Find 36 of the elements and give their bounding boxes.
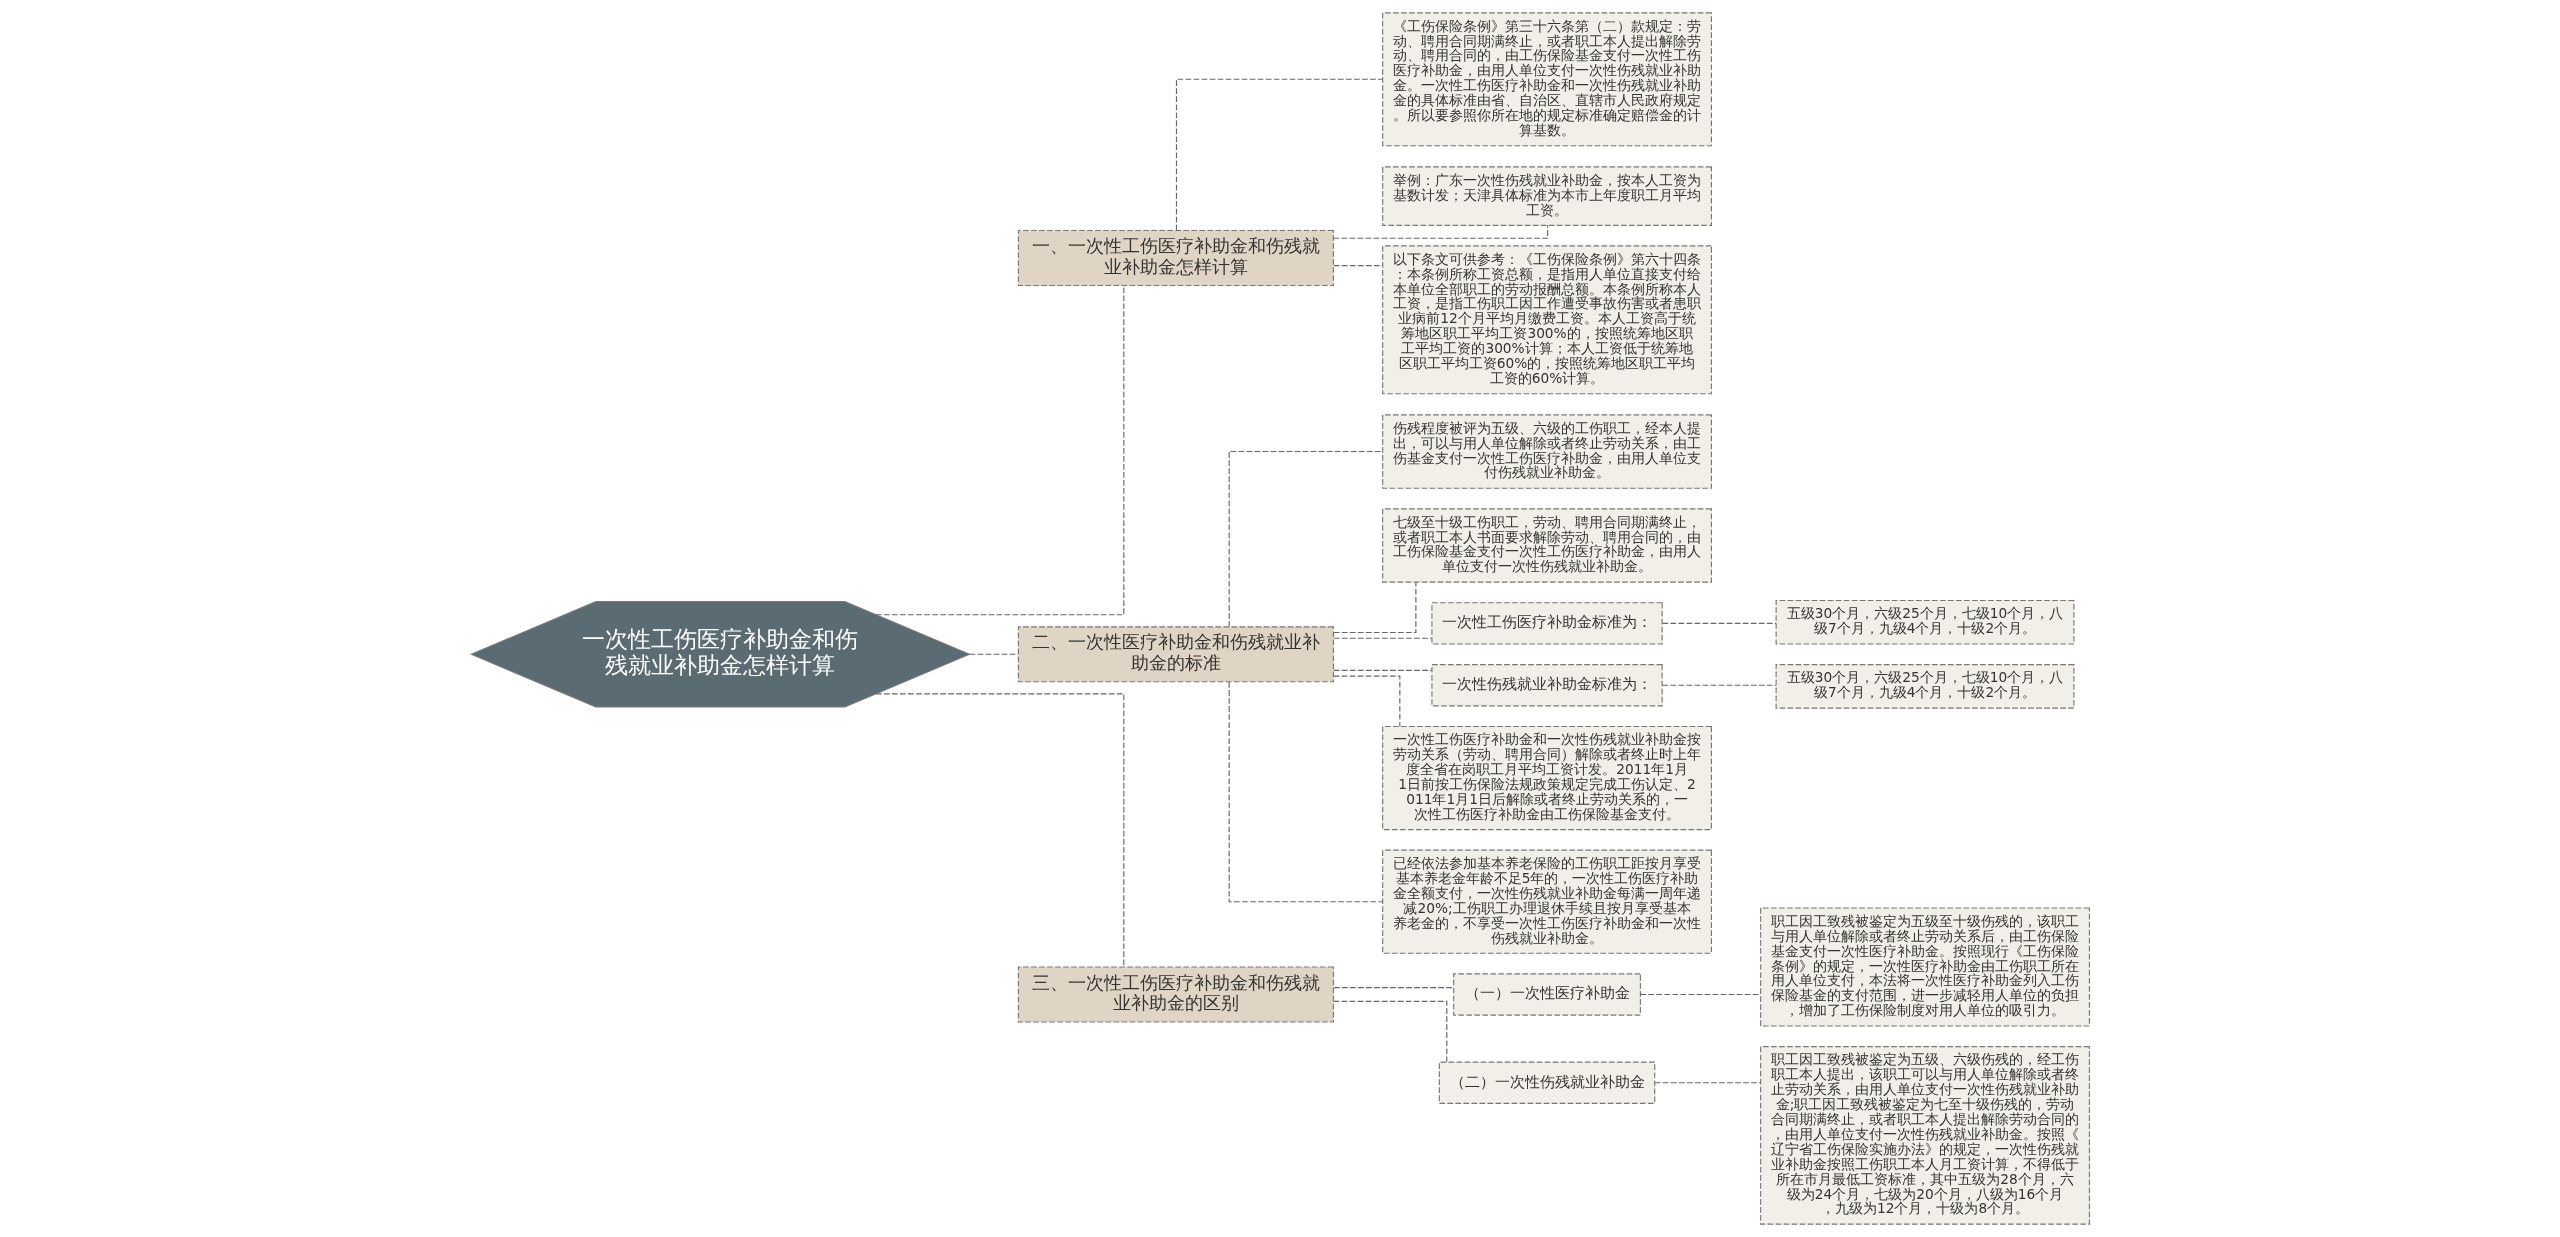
connector bbox=[1332, 669, 1432, 671]
connector bbox=[1332, 675, 1400, 727]
connector bbox=[1332, 581, 1416, 634]
node-box: 七级至十级工伤职工，劳动、聘用合同期满终止，或者职工本人书面要求解除劳动、聘用合同的，由工伤保险基金支付一次性工伤医疗补助金，由用人单位支付一次性伤残就业补助金。 bbox=[1381, 508, 1712, 583]
connector bbox=[1332, 224, 1548, 239]
connector bbox=[1332, 265, 1383, 267]
node-box: 五级30个月，六级25个月，七级10个月，八级7个月，九级4个月，十级2个月。 bbox=[1775, 599, 2075, 645]
node-box: 职工因工致残被鉴定为五级、六级伤残的，经工伤职工本人提出，该职工可以与用人单位解除或者终止劳动关系，由用人单位支付一次性伤残就业补助金;职工因工致残被鉴定为七至十级伤残的，劳动合同期满终止，或者职工本人提出解除劳动合同的，由用人单位支付一次性伤残就业补助金。按照《辽宁省工伤保险实施办法》的规定，一次性伤残就业补助金按照工伤职工本人月工资计算，不得低于所在市月最低工资标准，其中五级为28个月，六级为24个月，七级为20个月，八级为16个月，九级为12个月，十级为8个月。 bbox=[1759, 1046, 2090, 1225]
connector bbox=[1639, 993, 1761, 996]
node-box: 五级30个月，六级25个月，七级10个月，八级7个月，九级4个月，十级2个月。 bbox=[1775, 664, 2075, 709]
connector bbox=[1661, 622, 1777, 624]
connector bbox=[1175, 78, 1383, 231]
connector bbox=[1661, 684, 1777, 686]
node-box: 一次性工伤医疗补助金和一次性伤残就业补助金按劳动关系（劳动、聘用合同）解除或者终止时上年度全省在岗职工月平均工资计发。2011年1月1日前按工伤保险法规政策规定完成工伤认定、2011年1月1日后解除或者终止劳动关系的，一次性工伤医疗补助金由工伤保险基金支付。 bbox=[1381, 725, 1712, 831]
node-box: 以下条文可供参考：《工伤保险条例》第六十四条：本条例所称工资总额，是指用人单位直接支付给本单位全部职工的劳动报酬总额。本条例所称本人工资，是指工伤职工因工作遭受事故伤害或者患职业病前12个月平均月缴费工资。本人工资高于统筹地区职工平均工资300%的，按照统筹地区职工平均工资的300%计算；本人工资低于统筹地区职工平均工资60%的，按照统筹地区职工平均工资的60%计算。 bbox=[1381, 245, 1712, 395]
node-box: 三、一次性工伤医疗补助金和伤残就业补助金的区别 bbox=[1017, 966, 1334, 1023]
connector bbox=[1332, 637, 1432, 639]
node-box: 二、一次性医疗补助金和伤残就业补助金的标准 bbox=[1017, 626, 1334, 683]
connector bbox=[1228, 681, 1383, 903]
node-box: （二）一次性伤残就业补助金 bbox=[1438, 1061, 1655, 1104]
connector bbox=[874, 693, 1124, 968]
node-box: 一次性伤残就业补助金标准为： bbox=[1430, 664, 1663, 707]
connector bbox=[1332, 1000, 1447, 1063]
node-box: 职工因工致残被鉴定为五级至十级伤残的，该职工与用人单位解除或者终止劳动关系后，由工伤保险基金支付一次性医疗补助金。按照现行《工伤保险条例》的规定，一次性医疗补助金由工伤职工所在用人单位支付，本法将一次性医疗补助金列入工伤保险基金的支付范围，进一步减轻用人单位的负担，增加了工伤保险制度对用人单位的吸引力。 bbox=[1759, 907, 2090, 1027]
node-box: 举例：广东一次性伤残就业补助金，按本人工资为基数计发；天津具体标准为本市上年度职工月平均工资。 bbox=[1381, 166, 1712, 226]
node-box: 已经依法参加基本养老保险的工伤职工距按月享受基本养老金年龄不足5年的，一次性工伤医疗补助金全额支付，一次性伤残就业补助金每满一周年递减20%;工伤职工办理退休手续且按月享受基本养老金的，不享受一次性工伤医疗补助金和一次性伤残就业补助金。 bbox=[1381, 849, 1712, 954]
node-box: 《工伤保险条例》第三十六条第（二）款规定：劳动、聘用合同期满终止，或者职工本人提出解除劳动、聘用合同的，由工伤保险基金支付一次性工伤医疗补助金，由用人单位支付一次性伤残就业补助金。一次性工伤医疗补助金和一次性伤残就业补助金的具体标准由省、自治区、直辖市人民政府规定。所以要参照你所在地的规定标准确定赔偿金的计算基数。 bbox=[1381, 12, 1712, 147]
connector bbox=[874, 285, 1124, 616]
node-box: 伤残程度被评为五级、六级的工伤职工，经本人提出，可以与用人单位解除或者终止劳动关系，由工伤基金支付一次性工伤医疗补助金，由用人单位支付伤残就业补助金。 bbox=[1381, 414, 1712, 489]
node-box: 一次性工伤医疗补助金标准为： bbox=[1430, 602, 1663, 645]
node-box: 一、一次性工伤医疗补助金和伤残就业补助金怎样计算 bbox=[1017, 229, 1334, 287]
connector bbox=[968, 653, 1019, 655]
connector bbox=[1228, 450, 1383, 628]
node-box: （一）一次性医疗补助金 bbox=[1452, 973, 1641, 1016]
connector bbox=[1653, 1082, 1761, 1084]
connector bbox=[1332, 987, 1454, 989]
